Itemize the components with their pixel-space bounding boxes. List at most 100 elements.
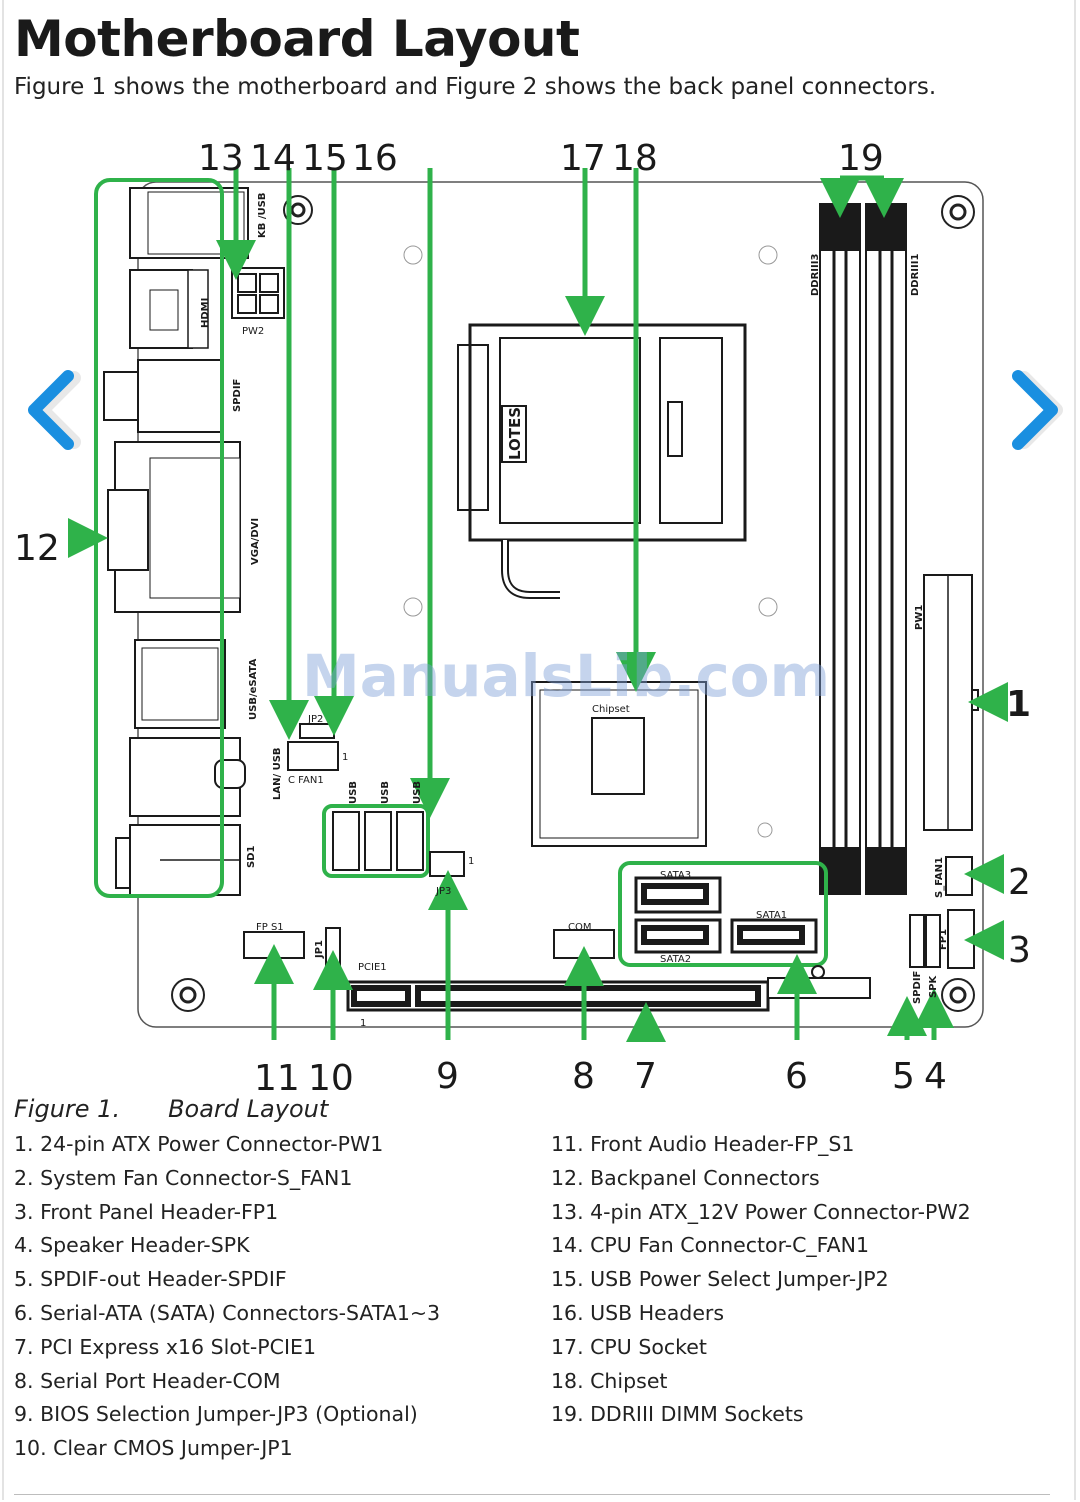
figure-number: Figure 1. [14,1095,121,1123]
list-item: 15. USB Power Select Jumper-JP2 [551,1267,889,1292]
list-item: 14. CPU Fan Connector-C_FAN1 [551,1233,869,1258]
callout-18: 18 [612,138,658,179]
mounting-holes [171,195,975,1012]
callout-6: 6 [785,1056,808,1090]
list-item: 11. Front Audio Header-FP_S1 [551,1132,855,1156]
silkscreen-labels-flat: PW2 JP2 C FAN1 JP3 Chipset SATA3 SATA2 S… [242,326,787,1029]
label-usb-2: USB [380,781,391,804]
list-item: 13. 4-pin ATX_12V Power Connector-PW2 [551,1199,971,1224]
label-pw2: PW2 [242,326,264,337]
callout-19: 19 [838,138,884,179]
label-fp-s1: FP S1 [256,922,284,933]
silkscreen-labels: KB /USB HDMI SPDIF VGA/DVI USB/eSATA LAN… [200,193,949,1004]
callout-15: 15 [302,138,348,179]
callout-2: 2 [1008,862,1031,903]
label-pin1-pcie: 1 [360,1018,366,1029]
motherboard-diagram: KB /USB HDMI SPDIF VGA/DVI USB/eSATA LAN… [14,138,1031,1090]
chevron-left-icon [28,370,81,450]
label-spdif-port: SPDIF [232,379,243,412]
callout-11: 11 [254,1058,300,1090]
label-usb-1: USB [348,781,359,804]
label-ddr-right: DDRIII1 [910,254,921,296]
figure-caption: Figure 1. Board Layout [14,1095,328,1123]
label-ddr-left: DDRIII3 [810,254,821,296]
list-item: 2. System Fan Connector-S_FAN1 [14,1165,353,1190]
label-sfan1: S_FAN1 [934,857,945,898]
figure-title: Board Layout [168,1095,329,1123]
list-item: 4. Speaker Header-SPK [14,1233,250,1258]
list-item: 12. Backpanel Connectors [551,1165,820,1190]
legend-list-left: 1. 24-pin ATX Power Connector-PW1 2. Sys… [14,1130,440,1468]
callout-5: 5 [892,1056,915,1090]
label-usb-esata: USB/eSATA [248,658,259,720]
label-kb-usb: KB /USB [257,193,268,238]
label-spdif-header: SPDIF [912,971,923,1004]
label-cfan1: C FAN1 [288,775,324,786]
carousel-next-button[interactable] [1004,360,1074,460]
usb-headers-highlight [322,804,430,878]
label-hdmi: HDMI [200,298,211,328]
callout-arrows [68,168,1008,1042]
callout-16: 16 [352,138,398,179]
label-pcie1: PCIE1 [358,962,387,973]
list-item: 3. Front Panel Header-FP1 [14,1199,279,1224]
list-item: 6. Serial-ATA (SATA) Connectors-SATA1~3 [14,1300,441,1325]
list-item: 19. DDRIII DIMM Sockets [551,1402,804,1427]
label-sata1: SATA1 [756,910,787,921]
sata-connectors [634,876,818,954]
list-item: 9. BIOS Selection Jumper-JP3 (Optional) [14,1402,418,1427]
sfan1-connector [945,856,973,896]
callout-17: 17 [560,138,606,179]
label-chipset: Chipset [592,704,630,715]
callout-12: 12 [14,528,60,569]
label-vga-dvi: VGA/DVI [250,518,261,565]
list-item: 16. USB Headers [551,1300,725,1325]
dimm-sockets [819,203,907,895]
label-lan-usb: LAN/ USB [272,747,283,800]
label-jp3: JP3 [435,886,451,897]
list-item: 8. Serial Port Header-COM [14,1368,281,1393]
pw1-connector [923,574,979,831]
label-sd1: SD1 [246,845,257,868]
label-fp1: FP1 [938,929,949,950]
list-item: 17. CPU Socket [551,1334,707,1359]
label-pin1-jp3: 1 [468,856,474,867]
page-subtitle: Figure 1 shows the motherboard and Figur… [14,74,937,100]
pw2-connector [231,267,285,319]
label-spk: SPK [928,974,939,998]
callout-4: 4 [924,1056,947,1090]
carousel-prev-button[interactable] [12,360,82,460]
callout-8: 8 [572,1056,595,1090]
list-item: 7. PCI Express x16 Slot-PCIE1 [14,1334,317,1359]
sata-highlight [618,861,828,967]
label-usb-3: USB [412,781,423,804]
callout-numbers: 13 14 15 16 17 18 19 12 1 2 3 11 10 9 8 … [14,138,1031,1090]
legend-list-right: 11. Front Audio Header-FP_S1 12. Backpan… [551,1130,971,1434]
label-pin1-cfan: 1 [342,752,348,763]
label-jp2: JP2 [307,714,323,725]
list-item: 5. SPDIF-out Header-SPDIF [14,1267,287,1292]
watermark: ManualsLib.com [302,642,830,710]
label-sata3: SATA3 [660,870,691,881]
label-socket-brand: LOTES [506,407,524,460]
cpu-socket [457,323,747,599]
list-item: 10. Clear CMOS Jumper-JP1 [14,1436,293,1461]
callout-1: 1 [1006,684,1031,725]
label-sata2: SATA2 [660,954,691,965]
callout-7: 7 [634,1056,657,1090]
callout-13: 13 [198,138,244,179]
callout-10: 10 [308,1058,354,1090]
list-item: 1. 24-pin ATX Power Connector-PW1 [14,1132,384,1156]
label-pw1: PW1 [914,605,925,630]
usb-headers [332,811,424,871]
callout-3: 3 [1008,930,1031,971]
callout-9: 9 [436,1056,459,1090]
label-com: COM [568,922,591,933]
callout-14: 14 [250,138,296,179]
list-item: 18. Chipset [551,1368,668,1393]
page-title: Motherboard Layout [14,10,580,68]
chevron-right-icon [1012,370,1063,450]
label-jp1: JP1 [314,940,325,959]
bottom-divider [14,1494,1050,1495]
